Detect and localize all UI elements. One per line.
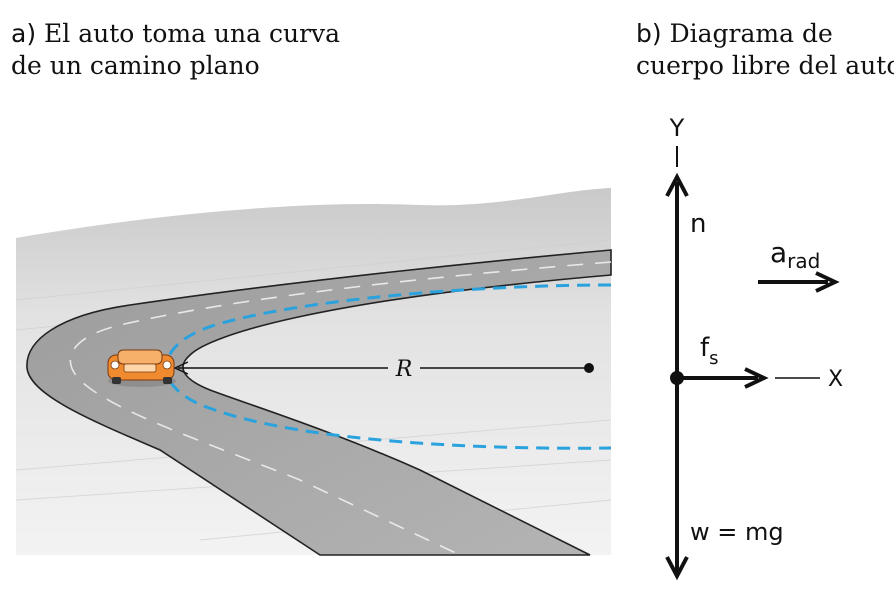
friction-label-sub: s <box>709 348 718 369</box>
weight-arrowhead <box>665 556 689 581</box>
acceleration-label: arad <box>770 236 820 273</box>
panel-a-caption: a) El auto toma una curva de un camino p… <box>11 18 340 82</box>
panel-b-caption-line1: Diagrama de <box>669 19 833 48</box>
normal-force-label: n <box>690 209 706 239</box>
acceleration-arrowhead <box>815 271 840 293</box>
normal-force-arrowhead <box>665 172 689 197</box>
panel-b-caption-line2: cuerpo libre del auto <box>636 51 894 80</box>
weight-label: w = mg <box>690 518 784 546</box>
friction-label-main: f <box>700 333 710 363</box>
road <box>26 249 612 556</box>
acceleration-label-sub: rad <box>787 249 820 273</box>
panel-a-caption-line2: de un camino plano <box>11 51 260 80</box>
panel-a-caption-line1: El auto toma una curva <box>44 19 341 48</box>
panel-a-letter: a) <box>11 19 37 48</box>
friction-label: fs <box>700 333 719 369</box>
friction-arrowhead <box>744 367 769 389</box>
panel-b-letter: b) <box>636 19 662 48</box>
y-axis-label: Y <box>669 114 685 142</box>
x-axis-label: X <box>828 367 843 392</box>
free-body-diagram: Y n w = mg fs X arad <box>665 114 843 581</box>
radius-label: R <box>395 357 413 382</box>
radius-arrowhead <box>173 361 189 375</box>
road-center-line <box>69 261 612 556</box>
center-point <box>584 363 594 373</box>
acceleration-label-main: a <box>770 236 787 269</box>
car <box>107 349 176 387</box>
panel-b-caption: b) Diagrama de cuerpo libre del auto <box>636 18 894 82</box>
road-scene: R <box>16 188 612 556</box>
